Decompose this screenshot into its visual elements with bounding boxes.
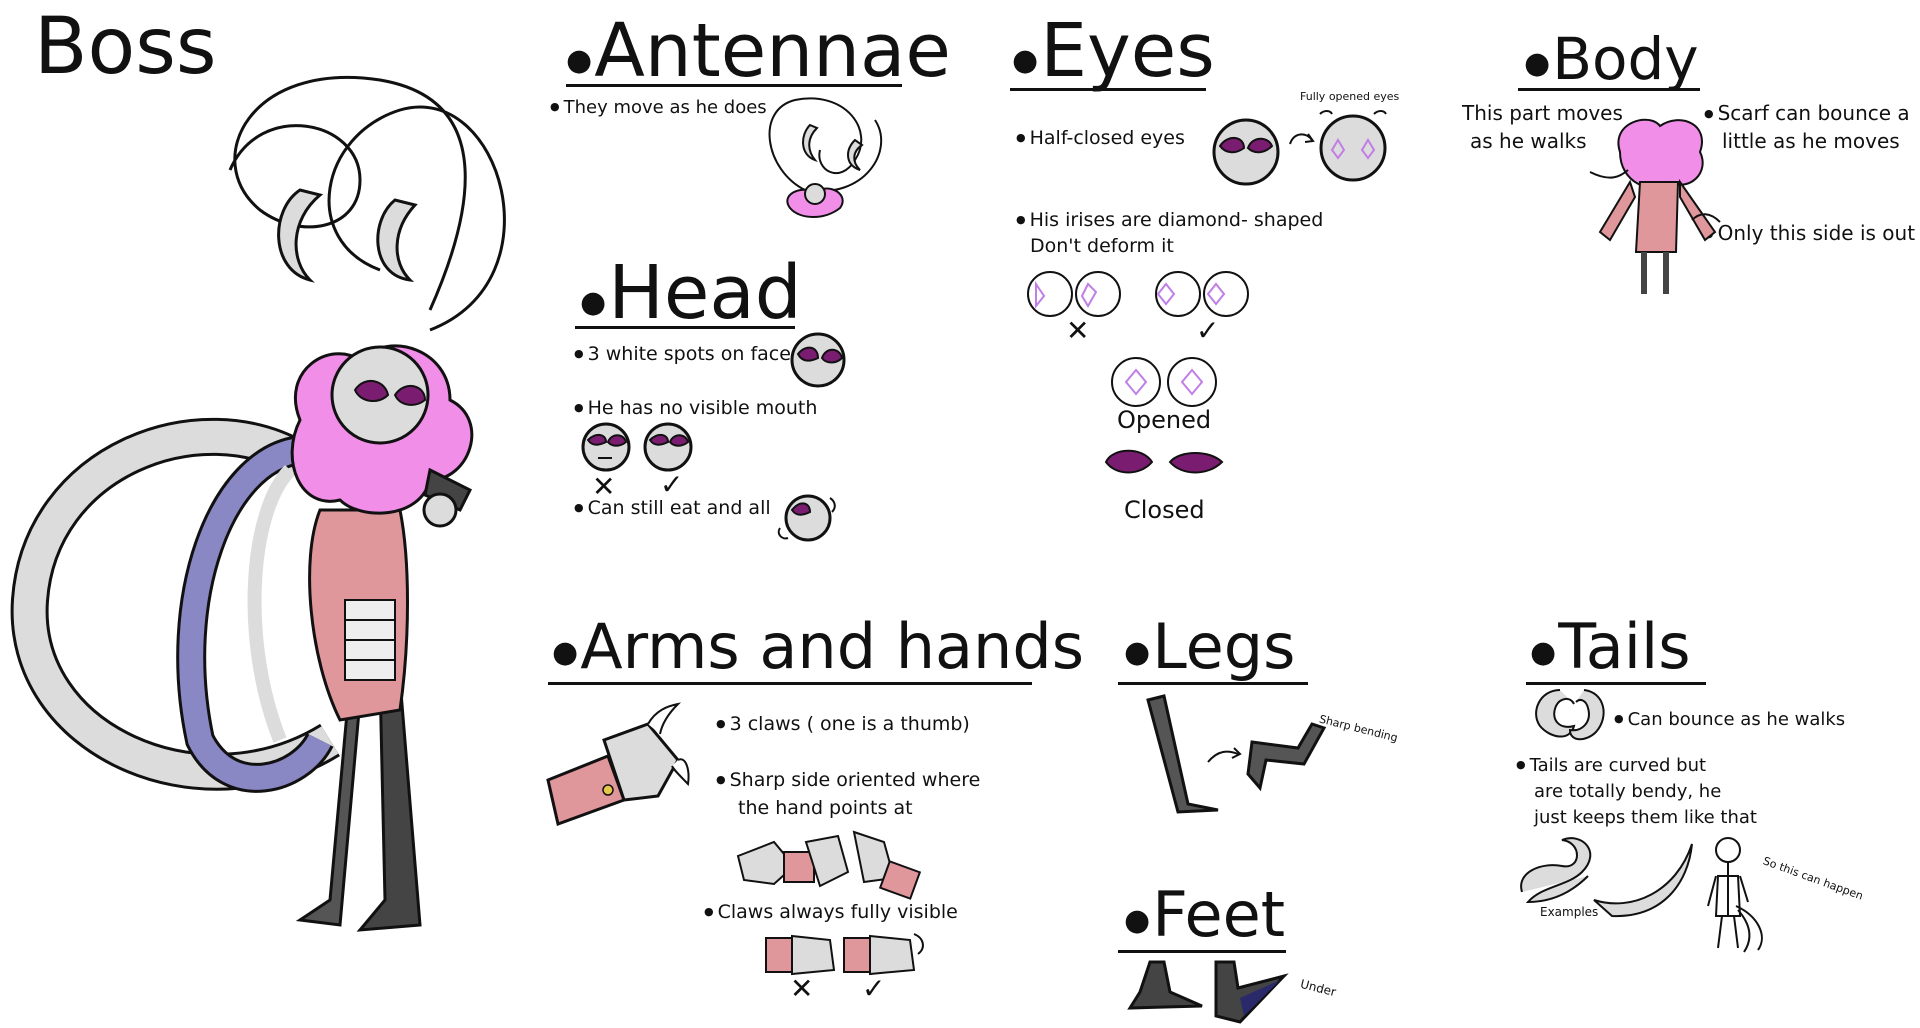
body-note-scarf-1: Scarf can bounce a bbox=[1704, 100, 1910, 127]
body-underline bbox=[1518, 88, 1700, 91]
head-bullet-mouth: He has no visible mouth bbox=[574, 396, 818, 422]
tails-small-sketch bbox=[1535, 689, 1605, 741]
eyes-half-closed-face bbox=[1212, 118, 1280, 186]
tails-note-examples: Examples bbox=[1540, 905, 1599, 919]
legs-sketch bbox=[1146, 694, 1327, 814]
tails-examples-sketch bbox=[1520, 837, 1693, 918]
eyes-right-mark: ✓ bbox=[1196, 314, 1220, 347]
head-right-mark: ✓ bbox=[660, 468, 684, 501]
tails-title: ●Tails bbox=[1530, 610, 1691, 683]
eyes-label-opened: Opened bbox=[1117, 406, 1212, 434]
legs-title: ●Legs bbox=[1124, 610, 1296, 683]
arms-underline bbox=[548, 682, 1032, 685]
head-bullet-spots: 3 white spots on face bbox=[574, 342, 791, 368]
eyes-closed-pair bbox=[1104, 449, 1224, 474]
antennae-underline bbox=[566, 84, 902, 87]
arms-wrong-mark: ✕ bbox=[790, 972, 814, 1005]
body-title: ●Body bbox=[1524, 25, 1699, 93]
legs-underline bbox=[1118, 682, 1308, 685]
arms-right-mark: ✓ bbox=[862, 972, 886, 1005]
body-note-part-moves-1: This part moves bbox=[1462, 101, 1623, 125]
feet-underline bbox=[1118, 950, 1286, 953]
eyes-fully-opened-face bbox=[1319, 110, 1387, 182]
eyes-bullet-irises: His irises are diamond- shaped bbox=[1016, 208, 1324, 234]
arms-hand-sketch bbox=[546, 702, 690, 826]
antennae-title: ●Antennae bbox=[566, 8, 951, 94]
page-title: Boss bbox=[34, 2, 217, 92]
feet-title: ●Feet bbox=[1124, 878, 1286, 951]
body-note-scarf-2: little as he moves bbox=[1722, 129, 1900, 153]
body-note-part-moves-2: as he walks bbox=[1470, 129, 1587, 153]
character-illustration bbox=[10, 76, 506, 932]
feet-sketch bbox=[1127, 960, 1289, 1024]
body-note-side-out: Only this side is out bbox=[1704, 220, 1915, 247]
head-wrong-mark: ✕ bbox=[592, 470, 616, 503]
arms-bullet-sharp: Sharp side oriented where bbox=[716, 768, 981, 794]
arms-sharp-line2: the hand points at bbox=[738, 797, 913, 819]
eyes-bullet-half-closed: Half-closed eyes bbox=[1016, 126, 1185, 152]
antennae-bullet-move: They move as he does bbox=[550, 96, 767, 120]
eyes-arrow-icon bbox=[1289, 133, 1315, 145]
tails-bullet-bounce: Can bounce as he walks bbox=[1614, 708, 1846, 732]
head-eating-face bbox=[777, 494, 836, 542]
head-mouth-face-right bbox=[643, 422, 693, 472]
arms-bullet-claws: 3 claws ( one is a thumb) bbox=[716, 712, 970, 738]
arms-title: ●Arms and hands bbox=[552, 610, 1084, 683]
eyes-wrong-mark: ✕ bbox=[1066, 314, 1090, 347]
head-mouth-face-wrong bbox=[581, 422, 631, 472]
body-sketch bbox=[1589, 118, 1721, 294]
head-spots-face bbox=[790, 332, 846, 388]
head-underline bbox=[575, 326, 795, 329]
tails-underline bbox=[1526, 682, 1706, 685]
eyes-label-closed: Closed bbox=[1124, 496, 1205, 524]
eyes-title: ●Eyes bbox=[1012, 8, 1215, 94]
head-title: ●Head bbox=[580, 250, 802, 336]
tails-curved-line3: just keeps them like that bbox=[1534, 807, 1757, 828]
head-bullet-eat: Can still eat and all bbox=[574, 496, 771, 522]
arms-claw-examples bbox=[765, 933, 924, 976]
tails-happen-sketch bbox=[1707, 837, 1763, 953]
antennae-sketch bbox=[768, 97, 883, 218]
eyes-opened-pair bbox=[1111, 357, 1217, 407]
tails-bullet-curved: Tails are curved but bbox=[1516, 754, 1706, 778]
eyes-note-fully-opened: Fully opened eyes bbox=[1300, 90, 1400, 103]
tails-curved-line2: are totally bendy, he bbox=[1534, 781, 1722, 802]
eyes-iris-examples bbox=[1027, 271, 1249, 317]
eyes-underline bbox=[1010, 88, 1206, 91]
eyes-irises-line2: Don't deform it bbox=[1030, 235, 1174, 257]
arms-hand-directions bbox=[736, 830, 922, 900]
arms-bullet-visible: Claws always fully visible bbox=[704, 900, 958, 926]
